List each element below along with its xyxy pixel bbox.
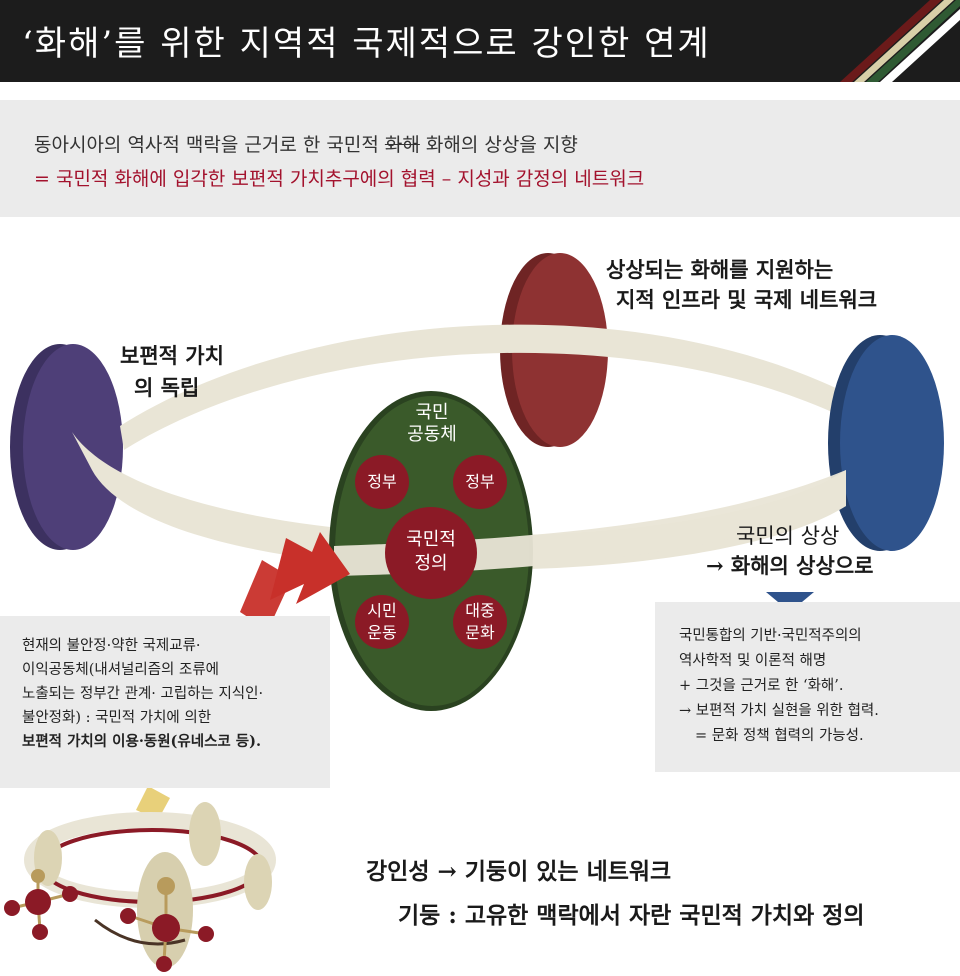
summary-panel: 동아시아의 역사적 맥락을 근거로 한 국민적 화해 화해의 상상을 지향 = … (0, 100, 960, 217)
illustration-node-10 (156, 956, 172, 972)
node-label-citizen-movement-1: 시민 (367, 601, 397, 620)
illustration-node-6 (152, 914, 180, 942)
pillar-definition: 기둥 : 고유한 맥락에서 자란 국민적 가치와 정의 (398, 902, 865, 929)
node-popular-culture (453, 595, 507, 649)
node-citizen-movement (355, 595, 409, 649)
summary-line-1-suffix: 화해의 상상을 지향 (419, 134, 578, 156)
illustration-post-right (244, 854, 272, 910)
summary-line-2: = 국민적 화해에 입각한 보편적 가치추구에의 협력 – 지성과 감정의 네트… (34, 168, 645, 190)
illustration-node-7 (157, 877, 175, 895)
right-pillar (840, 335, 944, 551)
situation-line-4: 불안정화) : 국민적 가치에 의한 (22, 710, 212, 726)
node-label-citizen-movement-2: 운동 (367, 623, 397, 642)
node-government-right (453, 455, 507, 509)
integration-line-5: = 문화 정책 협력의 가능성. (695, 728, 864, 744)
left-pillar-label-1: 보편적 가치 (120, 343, 224, 368)
illustration-node-9 (198, 926, 214, 942)
integration-line-1: 국민통합의 기반·국민적주의의 (679, 628, 862, 644)
ring-upper-arc (120, 324, 840, 450)
illustration-node-4 (62, 886, 78, 902)
node-label-government-left: 정부 (367, 472, 397, 491)
resilience-statement: 강인성 → 기둥이 있는 네트워크 (366, 858, 672, 885)
current-situation-box: 현재의 불안정·약한 국제교류· 이익공동체(내셔널리즘의 조류에 노출되는 정… (0, 616, 330, 788)
illustration-node-1 (25, 889, 51, 915)
summary-line-1: 동아시아의 역사적 맥락을 근거로 한 국민적 화해 화해의 상상을 지향 (34, 130, 578, 157)
illustration-node-2 (4, 900, 20, 916)
node-label-popular-culture-2: 문화 (465, 623, 495, 642)
right-pillar-label-1: 국민의 상상 (736, 524, 840, 548)
node-label-national-justice-2: 정의 (414, 553, 448, 574)
left-pillar-label-2: 의 독립 (134, 375, 200, 400)
illustration-post-top (189, 802, 221, 866)
situation-line-1: 현재의 불안정·약한 국제교류· (22, 638, 201, 654)
illustration-node-8 (120, 908, 136, 924)
community-title: 국민 공동체 (392, 402, 472, 446)
top-pillar-label-1: 상상되는 화해를 지원하는 (606, 257, 834, 282)
node-label-national-justice-1: 국민적 (406, 529, 456, 550)
community-title-2: 공동체 (407, 424, 457, 445)
community-title-1: 국민 (415, 402, 449, 423)
node-label-popular-culture: 대중 문화 (453, 600, 507, 644)
network-ring-illustration (4, 802, 276, 972)
top-pillar-label-2: 지적 인프라 및 국제 네트워크 (616, 287, 878, 312)
integration-line-2: 역사학적 및 이론적 해명 (679, 653, 827, 669)
situation-bold-line: 보편적 가치의 이용·동원(유네스코 등). (22, 733, 262, 750)
red-arrow-head (270, 532, 350, 604)
red-arrow-body (240, 560, 292, 630)
header-bar: ‘화해’를 위한 지역적 국제적으로 강인한 연계 (0, 0, 960, 82)
national-integration-box: 국민통합의 기반·국민적주의의 역사학적 및 이론적 해명 + 그것을 근거로 … (655, 602, 960, 772)
right-pillar-label-2: → 화해의 상상으로 (706, 553, 874, 578)
header-stripes-decoration (840, 0, 960, 82)
integration-line-4: → 보편적 가치 실현을 위한 협력. (679, 703, 879, 719)
integration-line-3: + 그것을 근거로 한 ‘화해’. (679, 678, 844, 694)
left-pillar (23, 344, 123, 550)
node-label-government-right: 정부 (465, 472, 495, 491)
node-label-popular-culture-1: 대중 (465, 601, 495, 620)
arrow-fade-3 (136, 786, 170, 820)
summary-line-1-prefix: 동아시아의 역사적 맥락을 근거로 한 국민적 (34, 134, 385, 156)
node-label-citizen-movement: 시민 운동 (355, 600, 409, 644)
node-government-left (355, 455, 409, 509)
situation-line-2: 이익공동체(내셔널리즘의 조류에 (22, 662, 220, 678)
page-title: ‘화해’를 위한 지역적 국제적으로 강인한 연계 (22, 24, 711, 64)
node-national-justice (385, 507, 477, 599)
illustration-node-5 (32, 924, 48, 940)
node-label-national-justice: 국민적 정의 (391, 528, 471, 576)
summary-struck-word: 화해 (384, 134, 420, 156)
illustration-swirl (94, 918, 186, 946)
situation-line-3: 노출되는 정부간 관계· 고립하는 지식인· (22, 686, 264, 702)
illustration-node-3 (31, 869, 45, 883)
